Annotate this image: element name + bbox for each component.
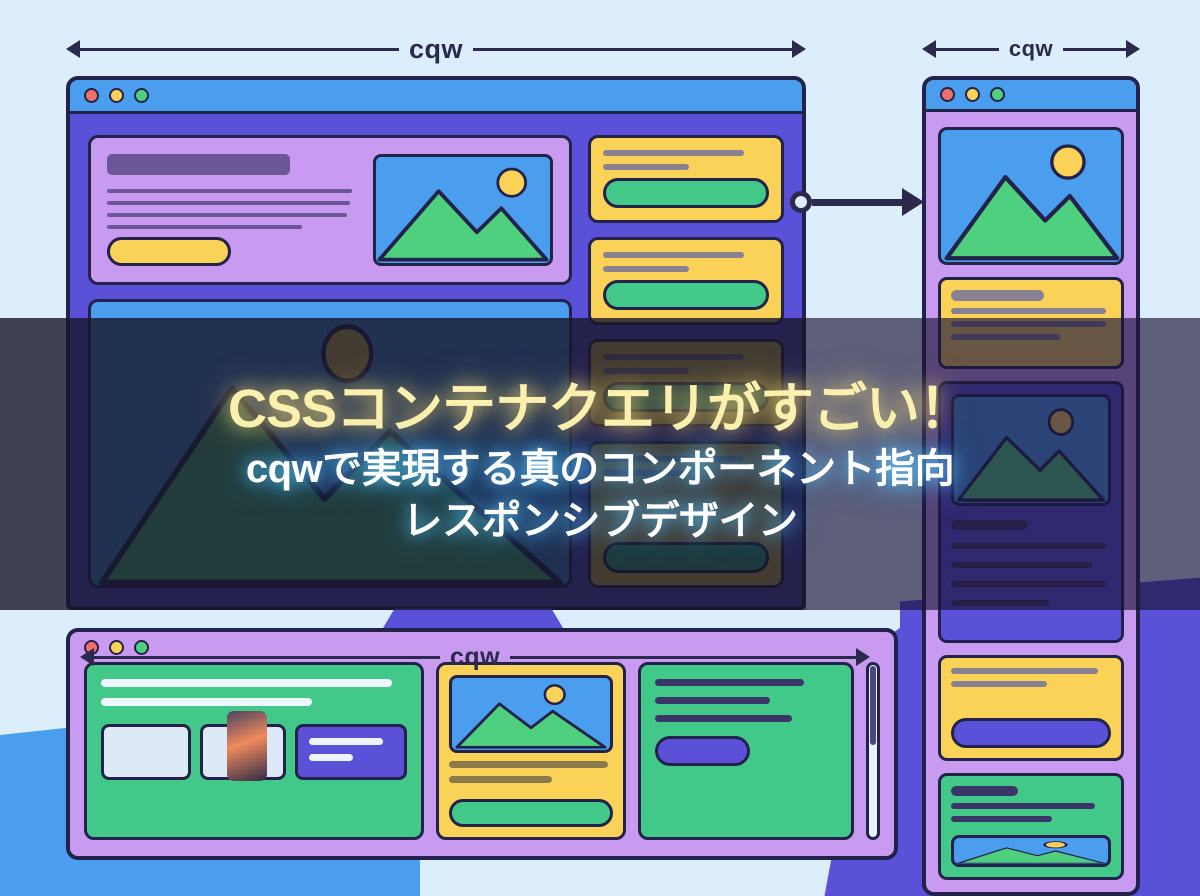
scrollbar-thumb[interactable]	[870, 666, 876, 746]
text-line	[951, 786, 1019, 796]
form-field-1[interactable]	[101, 724, 191, 780]
arrow-head-left-icon	[80, 648, 94, 666]
arrow-head-left-icon	[66, 40, 80, 58]
media-panel[interactable]	[436, 662, 626, 840]
side-card[interactable]	[588, 237, 784, 325]
title-block: CSSコンテナクエリがすごい！ cqwで実現する真のコンポーネント指向 レスポン…	[0, 318, 1200, 610]
text-line	[603, 163, 690, 170]
traffic-light-minimize-icon[interactable]	[965, 87, 980, 102]
traffic-light-close-icon[interactable]	[84, 88, 99, 103]
circle-knob-icon	[790, 191, 812, 213]
submit-button[interactable]	[295, 724, 407, 780]
title-line-1: CSSコンテナクエリがすごい！	[227, 379, 973, 440]
device-thumbnail-icon	[227, 711, 267, 781]
text-line	[655, 679, 805, 686]
image-placeholder-mountain-sun-icon	[373, 154, 553, 266]
window-titlebar	[926, 80, 1136, 112]
narrow-cta-button[interactable]	[951, 718, 1111, 748]
traffic-light-maximize-icon[interactable]	[134, 88, 149, 103]
text-line	[655, 715, 792, 722]
hero-card[interactable]	[88, 135, 572, 285]
text-line	[449, 776, 553, 783]
title-overlay-scrim-right	[806, 318, 1200, 610]
text-line	[449, 761, 609, 768]
arrow-right-icon	[902, 188, 924, 216]
connector-arrow	[790, 188, 924, 216]
text-line	[951, 668, 1099, 674]
text-line	[101, 698, 313, 706]
title-overlay-scrim	[0, 318, 806, 610]
traffic-light-maximize-icon[interactable]	[134, 639, 149, 655]
side-card-action-button[interactable]	[603, 177, 769, 209]
text-line	[107, 224, 302, 229]
title-line-3: レスポンシブデザイン	[402, 498, 799, 543]
text-line	[107, 212, 347, 217]
text-line	[951, 803, 1095, 809]
dimension-arrow-top: cqw	[66, 33, 807, 64]
text-line	[101, 679, 392, 687]
dimension-label-right: cqw	[1008, 36, 1054, 61]
dimension-line	[1063, 47, 1127, 51]
hero-text	[107, 154, 357, 266]
dimension-line	[473, 47, 793, 51]
text-panel-button[interactable]	[655, 736, 750, 766]
dimension-line	[94, 655, 440, 659]
narrow-cta-card[interactable]	[938, 655, 1124, 761]
side-card[interactable]	[588, 135, 784, 223]
narrow-media-card-2[interactable]	[938, 773, 1124, 880]
text-line	[951, 308, 1107, 314]
text-line	[603, 150, 745, 156]
image-placeholder-mountain-sun-icon	[944, 144, 1120, 261]
connector-shaft	[812, 198, 904, 206]
text-line	[951, 681, 1047, 687]
dimension-label-bottom: cqw	[449, 642, 501, 671]
text-line	[107, 200, 350, 205]
text-line	[951, 816, 1052, 822]
side-card-action-button[interactable]	[603, 279, 769, 311]
image-placeholder-mountain-sun-icon	[449, 675, 613, 753]
hero-cta-button[interactable]	[107, 236, 231, 266]
button-line	[309, 738, 383, 745]
traffic-light-minimize-icon[interactable]	[109, 639, 124, 655]
dimension-line	[936, 47, 999, 51]
dimension-label-top: cqw	[409, 33, 464, 64]
arrow-head-left-icon	[922, 40, 936, 58]
text-line	[107, 188, 352, 193]
dimension-arrow-bottom: cqw	[80, 642, 870, 671]
traffic-light-maximize-icon[interactable]	[990, 87, 1005, 102]
media-panel-button[interactable]	[449, 799, 613, 827]
window-body	[70, 662, 894, 856]
window-titlebar	[70, 80, 802, 114]
narrow-image-block[interactable]	[938, 127, 1124, 265]
dimension-line	[510, 655, 856, 659]
text-panel[interactable]	[638, 662, 854, 840]
text-line	[603, 252, 745, 258]
traffic-light-close-icon[interactable]	[940, 87, 955, 102]
title-line-2: cqwで実現する真のコンポーネント指向	[245, 447, 955, 492]
dimension-arrow-right: cqw	[922, 36, 1141, 61]
hero-heading-placeholder	[107, 154, 290, 175]
browser-window-wide[interactable]	[66, 628, 898, 860]
text-line	[655, 697, 770, 704]
text-line	[951, 290, 1044, 301]
arrow-head-right-icon	[1126, 40, 1141, 58]
form-panel[interactable]	[84, 662, 424, 840]
scrollbar[interactable]	[866, 662, 880, 840]
image-placeholder-mountain-sun-icon	[951, 835, 1111, 867]
button-line	[309, 754, 353, 761]
arrow-head-right-icon	[792, 40, 807, 58]
arrow-head-right-icon	[856, 648, 870, 666]
dimension-line	[80, 47, 399, 51]
text-line	[603, 265, 690, 272]
traffic-light-minimize-icon[interactable]	[109, 88, 124, 103]
form-field-2[interactable]	[200, 711, 286, 781]
